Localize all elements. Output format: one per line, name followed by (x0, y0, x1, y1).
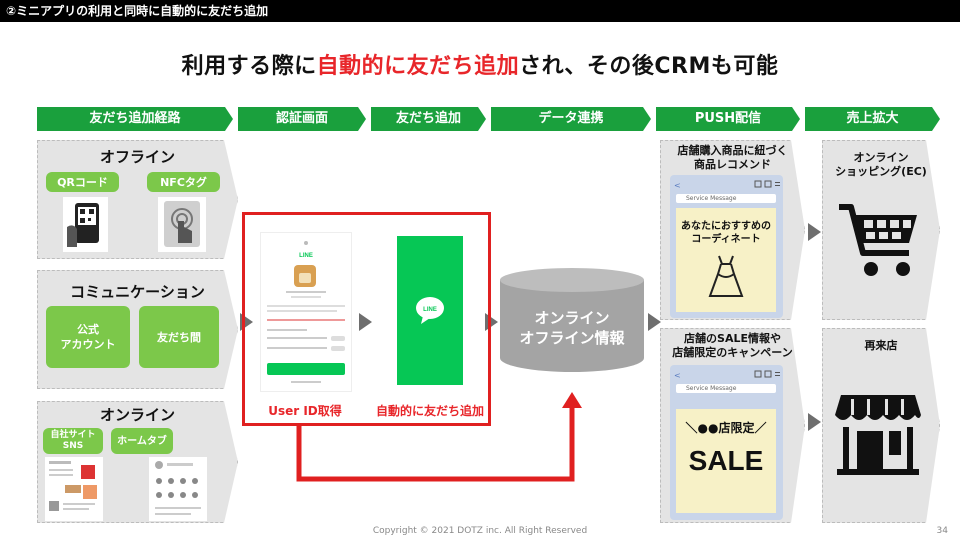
sales-panel-ec: オンライン ショッピング(EC) (822, 140, 940, 320)
push-panel-sale: 店舗のSALE情報や 店舗限定のキャンペーン < Service Message… (660, 328, 805, 523)
auth-screen-mock: LINE (260, 232, 352, 392)
push-phone-top: < Service Message あなたにおすすめの コーディネート (670, 175, 783, 318)
arrow-right-icon (359, 313, 372, 331)
home-tab-screenshot (149, 457, 207, 521)
official-account-label: 公式 アカウント (46, 306, 130, 368)
sales-store-title: 再来店 (864, 339, 898, 352)
service-message-tag: Service Message (676, 194, 776, 203)
line-logo-text: LINE (423, 307, 437, 313)
push-phone-bottom: < Service Message ＼●●店限定／ SALE (670, 365, 783, 520)
copyright: Copyright © 2021 DOTZ inc. All Right Res… (372, 526, 588, 536)
stage-friend-add: 友だち追加 (371, 107, 486, 131)
push-panel-recommend: 店舗購入商品に紐づく 商品レコメンド < Service Message あなた… (660, 140, 805, 320)
push-recommend-title: 店舗購入商品に紐づく 商品レコメンド (677, 144, 788, 171)
auth-line-text: LINE (299, 253, 313, 259)
section-header: ②ミニアプリの利用と同時に自動的に友だち追加 (0, 0, 960, 22)
arrow-right-icon (808, 223, 821, 241)
communication-title: コミュニケーション (70, 283, 205, 301)
page-number: 34 (936, 526, 948, 536)
offline-panel: オフライン QRコード NFCタグ (37, 140, 238, 259)
svg-text:<: < (674, 181, 681, 190)
headline-post: され、その後CRMも可能 (519, 54, 779, 79)
sales-panel-store: 再来店 (822, 328, 940, 523)
shopping-cart-icon (837, 201, 921, 281)
online-title: オンライン (99, 406, 175, 424)
stage-push: PUSH配信 (656, 107, 800, 131)
own-site-screenshot (45, 457, 103, 521)
arrow-right-icon (808, 413, 821, 431)
database-cylinder (500, 268, 644, 372)
auth-caption: User ID取得 (268, 404, 342, 418)
sale-card-big: SALE (688, 445, 764, 476)
sales-ec-title: オンライン ショッピング(EC) (835, 151, 927, 178)
recommend-card-text: あなたにおすすめの コーディネート (681, 221, 771, 245)
red-flow-arrow (296, 392, 582, 482)
own-site-sns-label: 自社サイト SNS (43, 428, 103, 454)
line-friend-screen: LINE (397, 236, 463, 385)
svg-text:<: < (674, 371, 681, 380)
headline: 利用する際に自動的に友だち追加され、その後CRMも可能 (0, 48, 960, 80)
friend-caption: 自動的に友だち追加 (375, 404, 484, 418)
home-tab-label: ホームタブ (111, 428, 173, 454)
recommend-card: あなたにおすすめの コーディネート (676, 208, 776, 312)
stage-data: データ連携 (491, 107, 651, 131)
line-logo-icon: LINE (416, 297, 444, 324)
qr-scan-image (63, 197, 108, 252)
stage-route: 友だち追加経路 (37, 107, 233, 131)
headline-pre: 利用する際に (181, 54, 317, 79)
between-friends-label: 友だち間 (139, 306, 219, 368)
nfc-touch-image (158, 197, 206, 252)
chat-toolbar-icon: < (670, 368, 783, 382)
nfc-tag-label: NFCタグ (147, 172, 220, 192)
stage-auth: 認証画面 (238, 107, 366, 131)
online-panel: オンライン 自社サイト SNS ホームタブ (37, 401, 238, 523)
chat-toolbar-icon: < (670, 178, 783, 192)
sale-card-store-text: ●●店限定 (697, 421, 755, 435)
push-sale-title: 店舗のSALE情報や 店舗限定のキャンペーン (672, 332, 793, 359)
service-message-tag: Service Message (676, 384, 776, 393)
dress-icon (708, 254, 744, 300)
store-icon (833, 389, 923, 479)
offline-title: オフライン (99, 148, 175, 166)
sale-card-store: ＼●●店限定／ (685, 421, 767, 435)
auth-highlight-frame (242, 212, 491, 426)
communication-panel: コミュニケーション 公式 アカウント 友だち間 (37, 270, 238, 389)
headline-highlight: 自動的に友だち追加 (316, 54, 520, 79)
arrow-right-icon (648, 313, 661, 331)
database-label: オンライン オフライン情報 (519, 309, 625, 347)
stage-sales: 売上拡大 (805, 107, 940, 131)
qr-code-label: QRコード (46, 172, 119, 192)
sale-card: ＼●●店限定／ SALE (676, 409, 776, 513)
